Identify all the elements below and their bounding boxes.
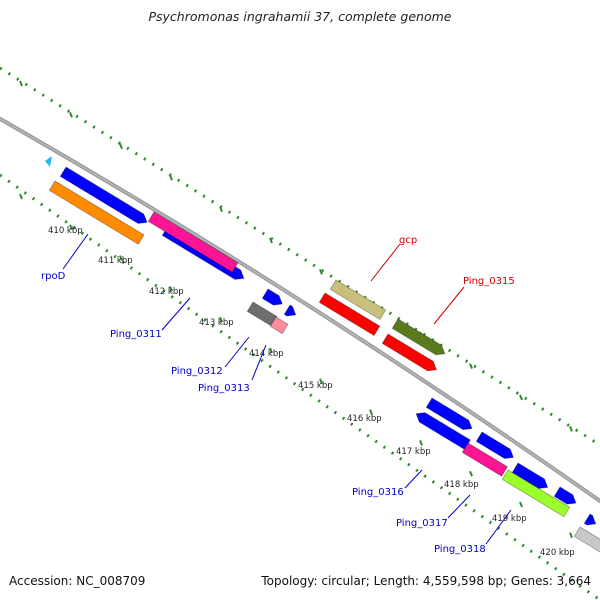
gene-label-rpod[interactable]: rpoD (41, 271, 66, 282)
leader-line (485, 509, 512, 545)
gene-magenta-gene (461, 442, 508, 477)
gene-label-ping-0316[interactable]: Ping_0316 (352, 487, 404, 498)
major-tick (419, 440, 423, 446)
kbp-label: 412 kbp (149, 287, 184, 297)
leader-line (433, 286, 465, 325)
leader-line (251, 344, 267, 381)
topology-text: Topology: circular; Length: 4,559,598 bp… (261, 574, 591, 588)
kbp-label: 418 kbp (444, 480, 479, 490)
major-tick (469, 363, 473, 369)
major-tick (569, 426, 573, 432)
gene-label-ping-0318[interactable]: Ping_0318 (434, 544, 486, 555)
major-tick (519, 501, 523, 508)
kbp-label: 410 kbp (48, 226, 83, 236)
gene-blue-gene (583, 513, 597, 526)
kbp-label: 413 kbp (199, 318, 234, 328)
major-tick (69, 112, 73, 118)
gene-label-ping-0312[interactable]: Ping_0312 (171, 366, 223, 377)
kbp-label: 416 kbp (347, 414, 382, 424)
gene-labels: rpoD Ping_0311 Ping_0312 Ping_0313 gcp P… (41, 235, 515, 555)
gene-blue-gene (425, 397, 473, 431)
kbp-label: 414 kbp (249, 349, 284, 359)
gene-olive-gene (391, 318, 446, 356)
kbp-tick-labels: 410 kbp 411 kbp 412 kbp 413 kbp 414 kbp … (48, 226, 575, 558)
gene-orange-gene (48, 180, 145, 245)
major-tick (19, 80, 23, 87)
leader-line (447, 494, 471, 519)
major-tick (169, 286, 173, 292)
gene-khaki-gene (329, 279, 387, 320)
gene-red-gene (381, 333, 438, 372)
gene-silver-gene (573, 526, 600, 553)
major-tick (469, 470, 473, 477)
major-tick (219, 316, 223, 323)
gene-label-ping-0311[interactable]: Ping_0311 (110, 329, 162, 340)
tick-dot-ring (0, 66, 600, 447)
major-tick (219, 206, 223, 212)
major-tick (119, 255, 123, 261)
gene-blue-gene (59, 166, 148, 224)
major-tick (569, 532, 573, 539)
gene-magenta-gene (147, 211, 239, 273)
kbp-label: 419 kbp (492, 514, 527, 524)
leader-line (224, 336, 250, 368)
major-tick (119, 143, 123, 150)
accession-text: Accession: NC_008709 (9, 574, 146, 588)
backbone-highlight (0, 118, 600, 502)
label-leader-lines (62, 233, 512, 545)
major-tick (319, 378, 323, 385)
gene-blue-gene (511, 462, 549, 489)
gene-red-gene (318, 292, 381, 337)
marker-triangle (45, 156, 52, 167)
major-tick (269, 347, 273, 354)
leader-line (161, 297, 191, 331)
gene-lime-gene (501, 469, 571, 518)
gene-label-ping-0315[interactable]: Ping_0315 (463, 276, 515, 287)
kbp-label: 417 kbp (396, 447, 431, 457)
gene-label-ping-0317[interactable]: Ping_0317 (396, 518, 448, 529)
gene-blue-gene (261, 288, 283, 306)
major-tick (369, 409, 373, 415)
genome-backbone (0, 116, 600, 504)
gene-label-ping-0313[interactable]: Ping_0313 (198, 383, 250, 394)
major-tick (319, 269, 323, 275)
kbp-label: 420 kbp (540, 548, 575, 558)
leader-line (370, 243, 401, 282)
map-title: Psychromonas ingrahamii 37, complete gen… (148, 9, 452, 24)
gene-blue-gene (553, 486, 577, 505)
leader-line (62, 233, 89, 270)
major-tick (19, 193, 23, 200)
tick-dot-rings (0, 66, 600, 600)
gene-blue-gene (283, 304, 297, 317)
gene-features (48, 166, 600, 553)
gene-label-gcp[interactable]: gcp (399, 235, 417, 246)
major-tick (169, 174, 173, 181)
gene-blue-gene (475, 431, 514, 459)
major-tick (69, 224, 73, 231)
leader-line (404, 469, 423, 489)
major-tick (519, 394, 523, 401)
kbp-label: 415 kbp (298, 381, 333, 391)
major-tick (269, 237, 273, 244)
kbp-label: 411 kbp (98, 256, 133, 266)
gene-pink-gene (269, 316, 289, 335)
highlight-marker[interactable] (45, 156, 52, 167)
